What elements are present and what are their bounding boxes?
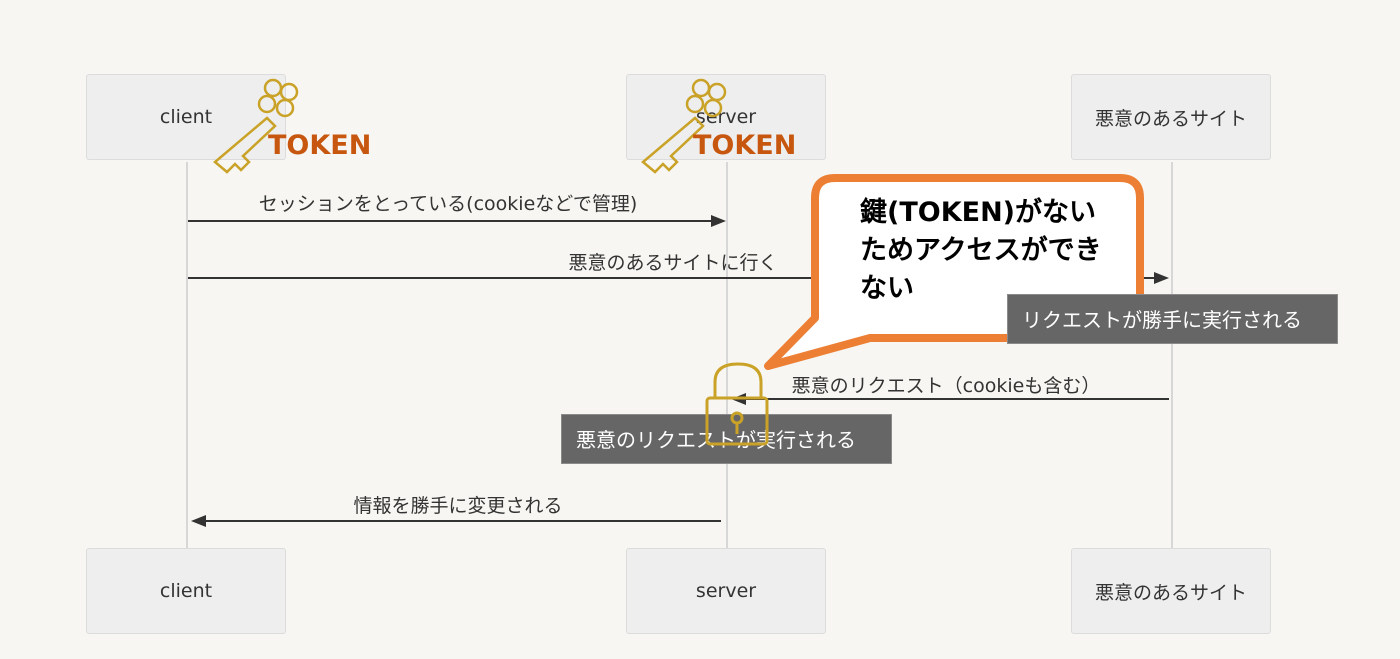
actor-label: client [159, 106, 213, 128]
note-text: リクエストが勝手に実行される [1022, 308, 1302, 332]
token-label-server: TOKEN [693, 130, 797, 161]
actor-malicious-site-bottom: 悪意のあるサイト [1071, 548, 1271, 634]
arrow-session [188, 215, 726, 227]
lifeline-malicious-site [1171, 162, 1173, 548]
message-session: セッションをとっている(cookieなどで管理) [258, 193, 638, 215]
actor-label: 悪意のあるサイト [1094, 581, 1247, 604]
lifeline-server [726, 162, 728, 548]
callout-text: 鍵(TOKEN)がないためアクセスができない [860, 197, 1102, 304]
note-text: 悪意のリクエストが実行される [576, 428, 856, 452]
actor-label: client [159, 580, 213, 602]
message-malicious-request: 悪意のリクエスト（cookieも含む） [791, 375, 1101, 397]
actor-malicious-site-top: 悪意のあるサイト [1071, 74, 1271, 160]
message-go-malicious: 悪意のあるサイトに行く [568, 252, 778, 274]
actor-client-bottom: client [86, 548, 286, 634]
note-request-executed-site: リクエストが勝手に実行される [1007, 294, 1338, 344]
arrow-info-changed [191, 515, 721, 527]
actor-server-bottom: server [626, 548, 826, 634]
key-icon [641, 78, 727, 174]
token-label-client: TOKEN [268, 130, 372, 161]
message-info-changed: 情報を勝手に変更される [353, 495, 563, 517]
lifeline-client [186, 162, 188, 548]
actor-label: server [695, 106, 757, 128]
actor-server-top: server [626, 74, 826, 160]
actor-label: server [695, 580, 757, 602]
key-icon [213, 78, 299, 174]
note-request-executed-server: 悪意のリクエストが実行される [561, 414, 892, 464]
actor-label: 悪意のあるサイト [1094, 107, 1247, 130]
